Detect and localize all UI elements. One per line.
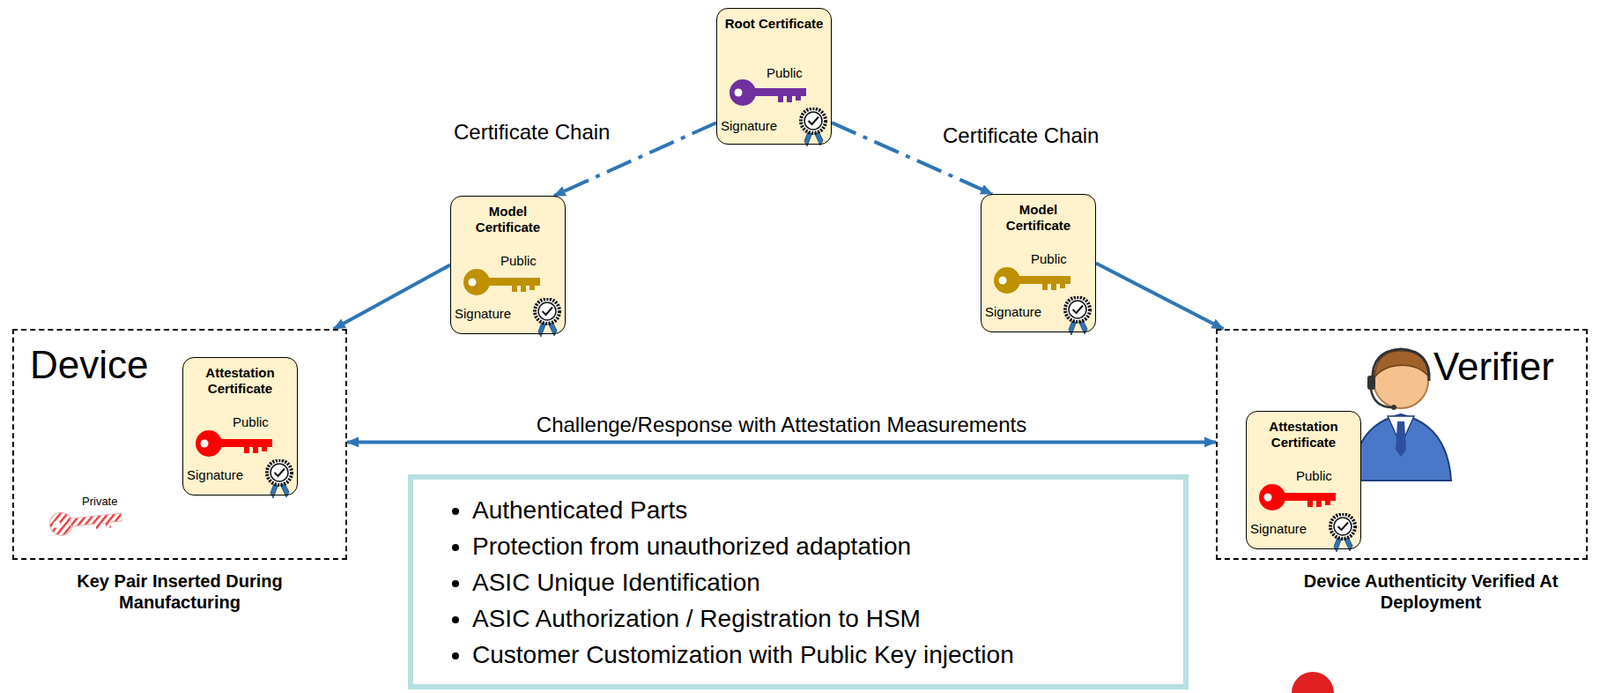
box-caption: Key Pair Inserted During Manufacturing: [47, 570, 312, 613]
root-certificate: Root CertificatePublicSignature: [716, 7, 832, 145]
public-key-icon: [463, 268, 541, 296]
bullet-item: Protection from unauthorized adaptation: [472, 527, 1175, 564]
bullet-item: Authenticated Parts: [472, 491, 1175, 528]
edge-label: Certificate Chain: [451, 119, 612, 145]
text-holder: Signature: [454, 305, 512, 322]
text-holder: Public: [1030, 251, 1067, 267]
text-holder: Device: [29, 342, 149, 387]
certificate-title: Model Certificate: [986, 201, 1090, 234]
feature-list-box: Authenticated PartsProtection from unaut…: [407, 474, 1189, 689]
certificate-field: Public: [500, 252, 537, 269]
text-holder: Signature: [186, 466, 244, 483]
bullet-item: ASIC Authorization / Registration to HSM: [472, 600, 1175, 637]
verifier-box: VerifierDevice Authenticity Verified At …: [1215, 328, 1588, 560]
text-holder: Attestation Certificate: [1251, 418, 1356, 451]
text-holder: Public: [500, 252, 537, 269]
certificate-field: Signature: [985, 303, 1042, 320]
certificate-field: Public: [232, 414, 269, 430]
text-holder: Public: [232, 414, 269, 430]
connector-arrow: [1096, 263, 1223, 330]
attestation-certificate: Attestation CertificatePublicSignature: [1245, 410, 1362, 549]
certificate-field: Public: [1296, 467, 1333, 484]
certificate-field: Signature: [1250, 520, 1307, 537]
text-holder: Model Certificate: [456, 203, 560, 236]
text-holder: Key Pair Inserted During Manufacturing: [47, 570, 312, 613]
connector-arrow: [333, 265, 451, 330]
certificate-title: Root Certificate: [722, 15, 826, 32]
certificate-field: Signature: [454, 305, 512, 322]
certificate-fill: [182, 7, 1362, 549]
public-key-icon: [729, 79, 807, 106]
bullet-item: Customer Customization with Public Key i…: [472, 636, 1175, 673]
device-box: DevicePrivateKey Pair Inserted During Ma…: [12, 328, 348, 560]
signature-seal: [800, 108, 826, 147]
certificate-field: Signature: [186, 466, 244, 483]
text-holder: Signature: [720, 118, 778, 134]
text-holder: Signature: [985, 303, 1042, 320]
model-certificate: Model CertificatePublicSignature: [980, 193, 1097, 333]
text-holder: Device Authenticity Verified At Deployme…: [1272, 570, 1590, 613]
certificate-field: Signature: [720, 118, 778, 134]
text-holder: Private: [81, 494, 118, 508]
bullet-list: Authenticated PartsProtection from unaut…: [413, 479, 1184, 682]
certificate-title: Attestation Certificate: [1251, 418, 1356, 451]
text-holder: Root Certificate: [722, 15, 826, 32]
bullet-item: ASIC Unique Identification: [472, 563, 1175, 600]
text-holder: Public: [1296, 467, 1333, 484]
certificate-title: Attestation Certificate: [188, 364, 292, 397]
key-label: Private: [81, 494, 118, 508]
private-key-icon: [48, 505, 123, 536]
logo-fragment: [1291, 671, 1334, 693]
edge-label: Challenge/Response with Attestation Meas…: [534, 412, 1029, 438]
text-holder: Attestation Certificate: [188, 364, 292, 397]
certificate-field: Public: [1030, 251, 1067, 267]
attestation-certificate: Attestation CertificatePublicSignature: [182, 356, 298, 496]
signature-seal: [266, 459, 292, 498]
public-key-icon: [993, 266, 1071, 294]
text-holder: Model Certificate: [986, 201, 1090, 234]
connector-arrow: [347, 439, 1216, 444]
text-holder: Verifier: [1433, 344, 1555, 389]
box-heading: Verifier: [1433, 344, 1555, 389]
box-caption: Device Authenticity Verified At Deployme…: [1272, 570, 1590, 613]
model-certificate: Model CertificatePublicSignature: [450, 195, 566, 334]
edge-label: Certificate Chain: [940, 123, 1101, 149]
public-key-icon: [195, 429, 273, 457]
public-key-icon: [1259, 483, 1336, 511]
text-holder: Public: [766, 65, 803, 82]
box-heading: Device: [29, 342, 149, 387]
signature-seal: [1330, 513, 1356, 552]
certificate-title: Model Certificate: [456, 203, 560, 236]
signature-seal: [534, 298, 560, 337]
signature-seal: [1065, 296, 1090, 335]
text-holder: Signature: [1250, 520, 1307, 537]
certificate-field: Public: [766, 65, 803, 82]
